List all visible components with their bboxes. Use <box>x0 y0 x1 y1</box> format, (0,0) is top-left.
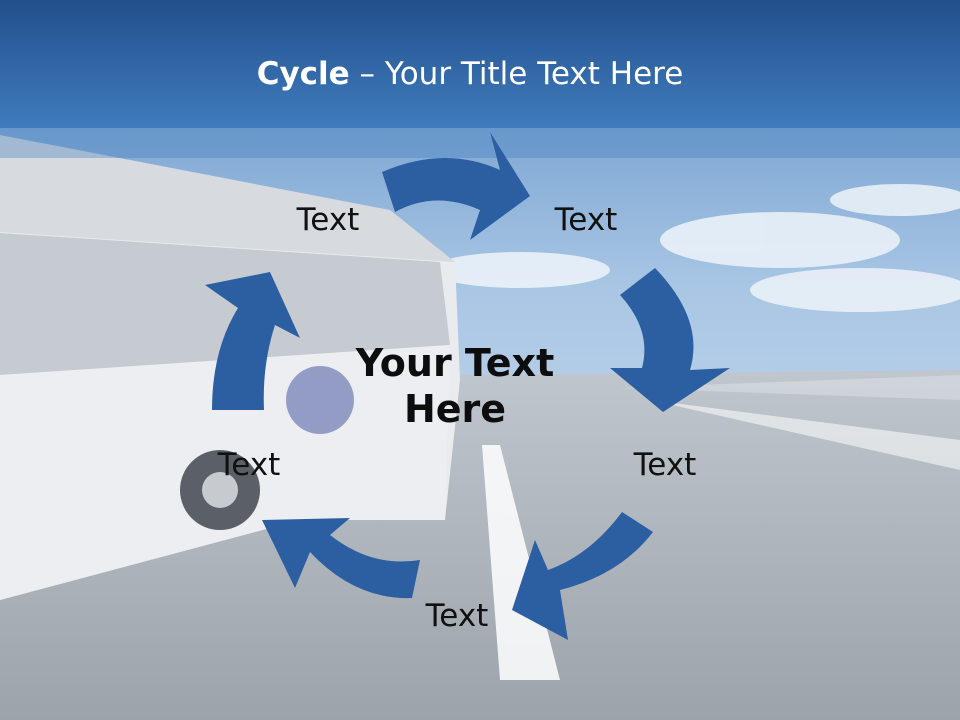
title-rest: – Your Title Text Here <box>349 56 684 92</box>
title-bold: Cycle <box>256 56 350 92</box>
arrow-left <box>205 272 300 410</box>
cycle-node-5: Text <box>217 447 281 483</box>
cycle-node-1: Text <box>296 202 360 238</box>
center-text: Your Text Here <box>355 341 555 431</box>
cycle-node-4: Text <box>425 598 489 634</box>
arrow-bottom-right <box>512 512 653 640</box>
cycle-node-2: Text <box>554 202 618 238</box>
arrow-bottom-left <box>262 518 420 599</box>
arrow-right <box>610 268 730 412</box>
arrow-top <box>382 132 530 240</box>
slide-title: Cycle – Your Title Text Here <box>0 52 940 96</box>
cycle-node-3: Text <box>633 447 697 483</box>
